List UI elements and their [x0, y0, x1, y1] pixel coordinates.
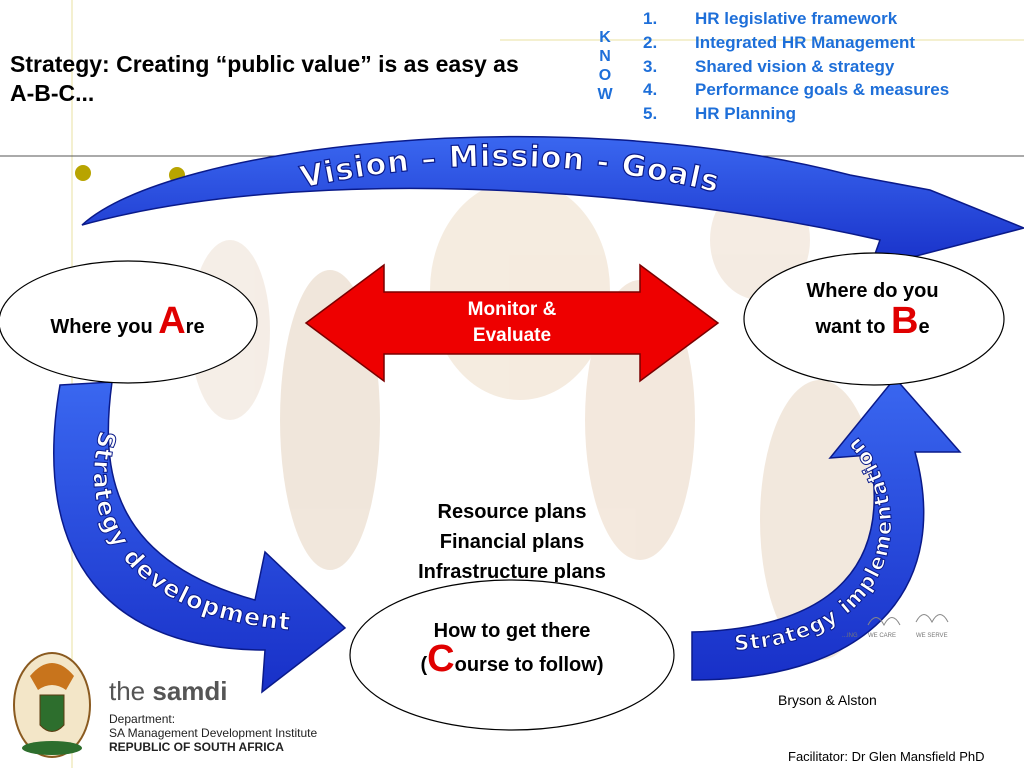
list-item: 4.Performance goals & measures: [643, 80, 950, 100]
list-item: 5.HR Planning: [643, 104, 797, 124]
plan-item: Financial plans: [439, 531, 585, 553]
monitor-evaluate-arrow: [304, 263, 720, 383]
plan-item: Resource plans: [437, 501, 587, 523]
plan-item: Infrastructure plans: [418, 561, 606, 583]
samdi-logo-text: the samdi: [109, 676, 228, 706]
know-letter: N: [599, 48, 611, 65]
how-to-get-there-ellipse: [349, 579, 675, 731]
know-vertical-label: K N O W: [590, 28, 620, 104]
bryson-alston-credit: Bryson & Alston: [778, 692, 877, 708]
monitor-evaluate-label: Monitor & Evaluate: [467, 299, 557, 346]
we-label: ...ING: [842, 633, 858, 639]
where-you-want-ellipse: [743, 252, 1005, 386]
know-letter: O: [598, 67, 612, 84]
we-label: WE CARE: [868, 633, 897, 639]
page-title: Strategy: Creating “public value” is as …: [10, 51, 519, 106]
where-you-want-text: Where do you want to Be: [806, 280, 939, 342]
how-to-get-there-text: How to get there (Course to follow): [420, 620, 604, 680]
facilitator-credit: Facilitator: Dr Glen Mansfield PhD: [788, 749, 985, 764]
hands-icons: [867, 614, 949, 627]
strategy-implementation-arrow: [691, 376, 962, 681]
we-label: WE SERVE: [916, 633, 948, 639]
vision-mission-goals-arrow: [81, 135, 1024, 270]
plans-list: Resource plans Financial plans Infrastru…: [362, 497, 662, 587]
bullet-dot: [75, 165, 91, 181]
where-you-are-ellipse: [0, 260, 258, 384]
list-item: 1.HR legislative framework: [643, 9, 898, 28]
know-letter: W: [597, 86, 613, 103]
list-item: 2.Integrated HR Management: [643, 32, 916, 52]
where-you-are-text: Where you Are: [50, 300, 205, 342]
strategy-development-arrow: [53, 381, 347, 694]
list-item: 3.Shared vision & strategy: [643, 56, 895, 76]
know-letter: K: [599, 29, 611, 46]
coat-of-arms-logo: [13, 652, 91, 758]
know-list: 1.HR legislative framework 2.Integrated …: [643, 7, 949, 126]
department-block: Department: SA Management Development In…: [109, 712, 318, 754]
